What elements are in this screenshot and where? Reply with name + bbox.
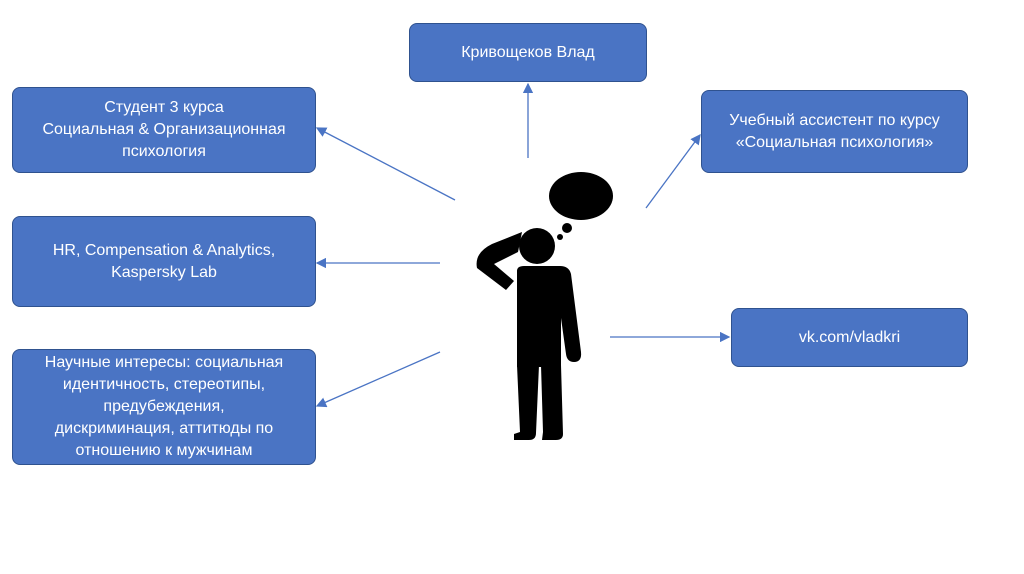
node-contact-line-1: vk.com/vladkri — [798, 328, 901, 346]
node-student: Студент 3 курса Социальная & Организацио… — [12, 87, 316, 173]
node-student-line-2: Социальная & Организационная — [42, 121, 286, 138]
node-work: HR, Compensation & Analytics, Kaspersky … — [12, 216, 316, 307]
node-assistant-line-1: Учебный ассистент по курсу — [729, 111, 940, 129]
node-interests-line-4: дискриминация, аттитюды по — [54, 420, 274, 437]
arrow-to-assistant — [645, 133, 701, 209]
node-assistant-line-2: «Социальная психология» — [735, 133, 934, 151]
node-interests: Научные интересы: социальная идентичност… — [12, 349, 316, 465]
node-name-line-1: Кривощеков Влад — [461, 43, 595, 61]
node-interests-line-3: предубеждения, — [103, 398, 225, 415]
node-work-line-2: Kaspersky Lab — [111, 263, 217, 281]
arrow-to-student — [315, 127, 456, 201]
thought-bubble-icon — [549, 172, 613, 220]
arrow-to-interests — [315, 351, 441, 408]
node-assistant: Учебный ассистент по курсу «Социальная п… — [701, 90, 968, 173]
node-interests-line-1: Научные интересы: социальная — [44, 354, 284, 371]
node-interests-line-2: идентичность, стереотипы, — [62, 376, 266, 393]
node-interests-line-5: отношению к мужчинам — [75, 442, 253, 459]
node-student-line-3: психология — [122, 143, 206, 160]
node-student-line-1: Студент 3 курса — [104, 99, 224, 116]
node-work-line-1: HR, Compensation & Analytics, — [52, 241, 276, 259]
node-name: Кривощеков Влад — [409, 23, 647, 82]
node-contact: vk.com/vladkri — [731, 308, 968, 367]
